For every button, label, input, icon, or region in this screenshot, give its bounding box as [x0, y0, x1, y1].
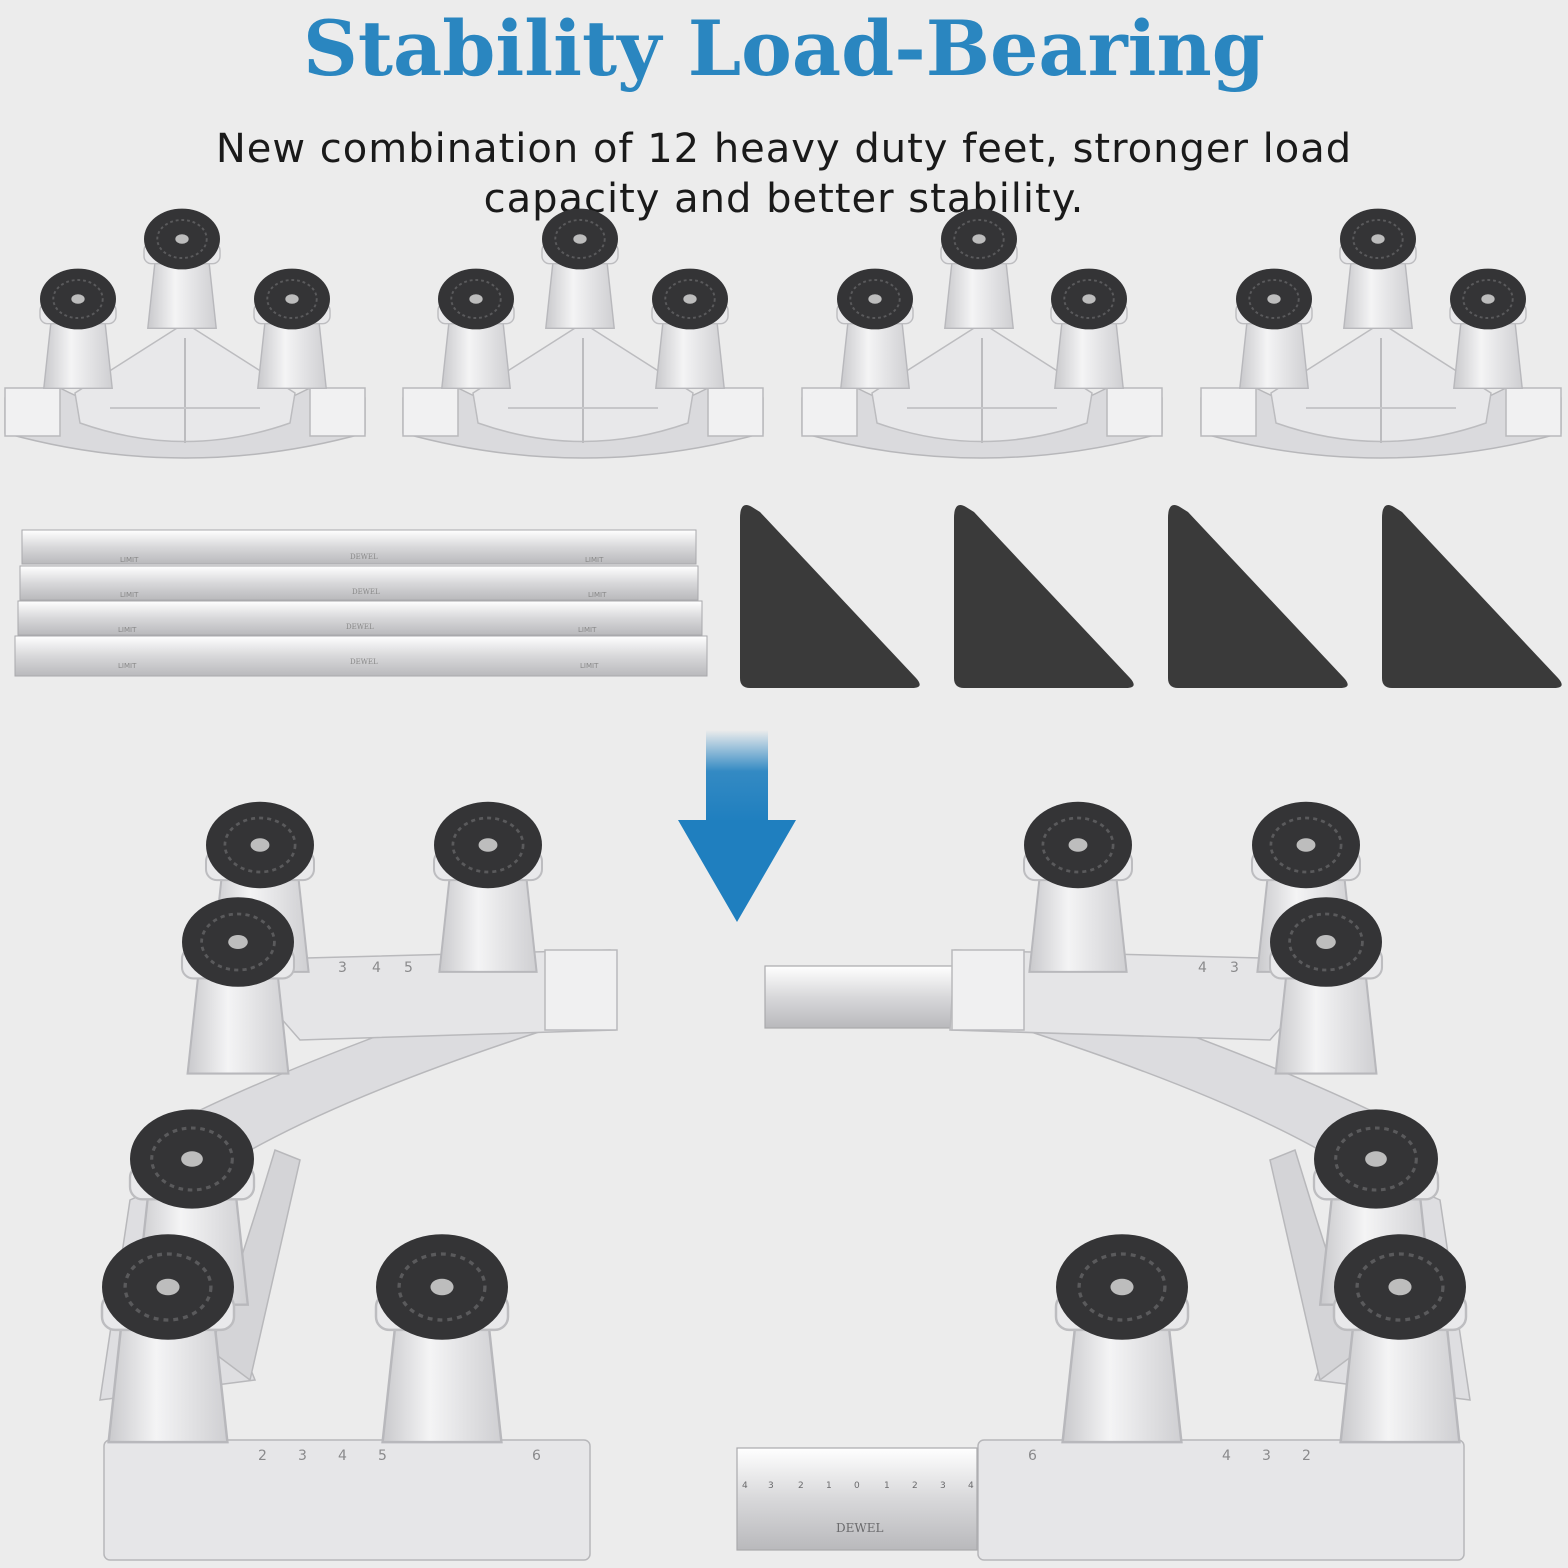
rubber-pad-icon [1382, 505, 1562, 688]
svg-text:LIMIT: LIMIT [118, 662, 137, 670]
svg-text:DEWEL: DEWEL [836, 1521, 883, 1535]
svg-text:5: 5 [404, 960, 413, 976]
svg-text:3: 3 [1262, 1448, 1271, 1464]
svg-text:3: 3 [298, 1448, 307, 1464]
svg-text:3: 3 [1230, 960, 1239, 976]
svg-text:LIMIT: LIMIT [118, 626, 137, 634]
svg-text:4: 4 [372, 960, 381, 976]
svg-text:LIMIT: LIMIT [578, 626, 597, 634]
svg-text:3: 3 [338, 960, 347, 976]
frame-left-half: 2 3 4 5 6 3 4 5 [99, 800, 618, 1561]
rubber-pad-icon [740, 505, 920, 688]
svg-text:2: 2 [798, 1481, 804, 1491]
svg-text:DEWEL: DEWEL [350, 658, 378, 666]
svg-text:4: 4 [1222, 1448, 1231, 1464]
svg-text:3: 3 [940, 1481, 946, 1491]
svg-text:6: 6 [532, 1448, 541, 1464]
rail-1: LIMIT DEWEL LIMIT [21, 529, 697, 565]
svg-text:2: 2 [912, 1481, 918, 1491]
svg-text:2: 2 [1302, 1448, 1311, 1464]
foot-assembly-4 [1201, 209, 1561, 458]
rail-3: LIMIT DEWEL LIMIT [17, 600, 703, 636]
rubber-pad-icon [954, 505, 1134, 688]
ruler-scale: 4 3 2 1 0 1 2 3 4 DEWEL [742, 1481, 974, 1535]
foot-assembly-3 [802, 209, 1162, 458]
rail-2: LIMIT DEWEL LIMIT [19, 565, 699, 601]
foot-assembly-1 [5, 209, 365, 458]
svg-text:DEWEL: DEWEL [346, 623, 374, 631]
foot-assembly-2 [403, 209, 763, 458]
svg-text:LIMIT: LIMIT [588, 591, 607, 599]
svg-text:5: 5 [378, 1448, 387, 1464]
svg-text:LIMIT: LIMIT [120, 556, 139, 564]
svg-text:4: 4 [968, 1481, 974, 1491]
rail-4: LIMIT DEWEL LIMIT [14, 635, 708, 677]
page-title: Stability Load-Bearing [303, 4, 1265, 93]
arrow-down-icon [678, 730, 796, 922]
svg-text:DEWEL: DEWEL [350, 553, 378, 561]
svg-text:LIMIT: LIMIT [580, 662, 599, 670]
svg-text:3: 3 [768, 1481, 774, 1491]
svg-text:DEWEL: DEWEL [352, 588, 380, 596]
svg-text:1: 1 [884, 1481, 890, 1491]
frame-right-half: 4 3 2 1 0 1 2 3 4 DEWEL 6 4 3 2 4 3 [736, 800, 1471, 1561]
svg-text:LIMIT: LIMIT [585, 556, 604, 564]
svg-text:1: 1 [826, 1481, 832, 1491]
svg-text:4: 4 [1198, 960, 1207, 976]
svg-text:4: 4 [338, 1448, 347, 1464]
svg-text:4: 4 [742, 1481, 748, 1491]
svg-text:6: 6 [1028, 1448, 1037, 1464]
svg-text:LIMIT: LIMIT [120, 591, 139, 599]
svg-text:0: 0 [854, 1481, 860, 1491]
rubber-pad-icon [1168, 505, 1348, 688]
svg-text:2: 2 [258, 1448, 267, 1464]
